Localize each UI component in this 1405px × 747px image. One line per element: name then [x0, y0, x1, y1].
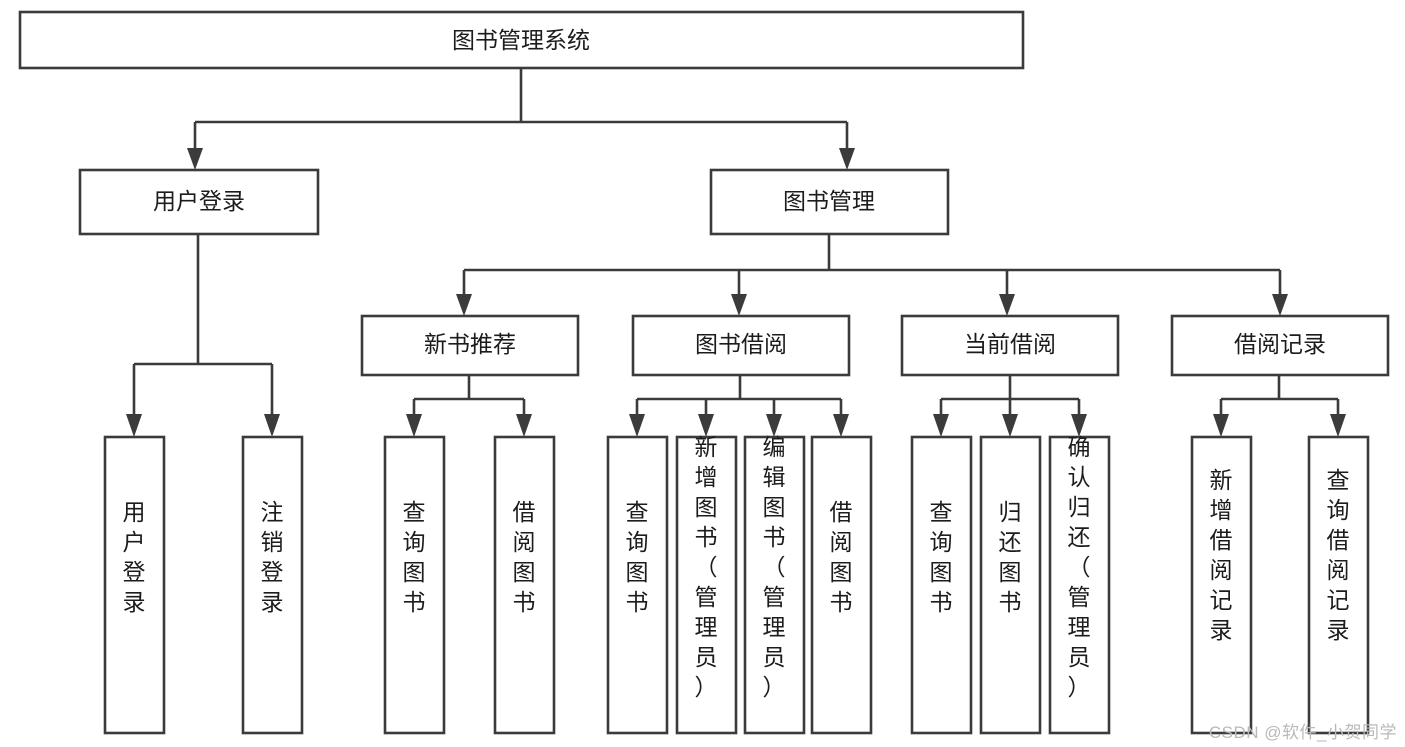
leaf-book-borrow-1-box[interactable]: [675, 435, 738, 735]
connector-bookborrow-to-leaves: [629, 375, 849, 437]
leaf-new-book-recommend-0[interactable]: 查询图书: [383, 435, 446, 735]
leaf-current-borrow-2-box[interactable]: [1048, 435, 1111, 735]
node-user-login-label: 用户登录: [153, 188, 245, 214]
leaf-current-borrow-1-box[interactable]: [979, 435, 1042, 735]
node-borrow-record[interactable]: 借阅记录: [1170, 314, 1390, 377]
connector-root-to-level2: [187, 68, 855, 170]
node-book-borrow-label: 图书借阅: [695, 331, 787, 357]
leaf-new-book-recommend-0-box[interactable]: [383, 435, 446, 735]
leaf-new-book-recommend-1-label: 借阅图书: [513, 499, 536, 615]
leaf-current-borrow-0-box[interactable]: [910, 435, 973, 735]
leaf-book-borrow-2[interactable]: 编辑图书（管理员）: [743, 434, 806, 735]
leaf-current-borrow-2[interactable]: 确认归还（管理员）: [1048, 434, 1111, 735]
node-borrow-record-box[interactable]: [1170, 314, 1390, 377]
leaf-borrow-record-1-box[interactable]: [1307, 435, 1370, 735]
leaf-book-borrow-3-box[interactable]: [810, 435, 873, 735]
leaf-book-borrow-0-box[interactable]: [606, 435, 669, 735]
leaf-borrow-record-0[interactable]: 新增借阅记录: [1190, 435, 1253, 735]
leaf-current-borrow-1[interactable]: 归还图书: [979, 435, 1042, 735]
leaf-current-borrow-1-label: 归还图书: [999, 499, 1022, 615]
node-book-management-box[interactable]: [709, 168, 950, 236]
leaf-new-book-recommend-1[interactable]: 借阅图书: [493, 435, 556, 735]
leaf-borrow-record-0-box[interactable]: [1190, 435, 1253, 735]
node-current-borrow-box[interactable]: [900, 314, 1120, 377]
connector-borrowrecord-to-leaves: [1213, 375, 1346, 437]
connector-currentborrow-to-leaves: [933, 375, 1087, 437]
node-book-borrow-box[interactable]: [631, 314, 851, 377]
leaf-current-borrow-0-label: 查询图书: [930, 499, 953, 615]
leaf-borrow-record-0-label: 新增借阅记录: [1210, 467, 1233, 643]
leaf-book-borrow-2-label: 编辑图书（管理员）: [763, 434, 786, 700]
node-user-login[interactable]: 用户登录: [78, 168, 320, 236]
leaf-book-borrow-1[interactable]: 新增图书（管理员）: [675, 434, 738, 735]
leaf-book-borrow-3-label: 借阅图书: [830, 499, 853, 615]
leaf-book-borrow-1-label: 新增图书（管理员）: [695, 434, 718, 700]
node-root-system-label: 图书管理系统: [452, 27, 590, 53]
connector-bookmgmt-to-level3: [456, 234, 1288, 316]
node-user-login-box[interactable]: [78, 168, 320, 236]
node-new-book-recommend-box[interactable]: [360, 314, 580, 377]
node-borrow-record-label: 借阅记录: [1234, 331, 1326, 357]
node-book-management-label: 图书管理: [783, 188, 875, 214]
node-root-system-box[interactable]: [18, 10, 1025, 70]
leaf-user-login-1-box[interactable]: [241, 435, 304, 735]
leaf-user-login-0-box[interactable]: [103, 435, 166, 735]
connector-userlogin-to-leaves: [126, 234, 280, 437]
node-book-borrow[interactable]: 图书借阅: [631, 314, 851, 377]
leaf-book-borrow-2-box[interactable]: [743, 435, 806, 735]
node-current-borrow[interactable]: 当前借阅: [900, 314, 1120, 377]
node-new-book-recommend-label: 新书推荐: [424, 331, 516, 357]
node-current-borrow-label: 当前借阅: [964, 331, 1056, 357]
leaf-book-borrow-3[interactable]: 借阅图书: [810, 435, 873, 735]
connector-newbook-to-leaves: [406, 375, 532, 437]
leaf-book-borrow-0-label: 查询图书: [626, 499, 649, 615]
leaf-user-login-1[interactable]: 注销登录: [241, 435, 304, 735]
node-root-system[interactable]: 图书管理系统: [18, 10, 1025, 70]
leaf-borrow-record-1-label: 查询借阅记录: [1327, 467, 1350, 643]
leaf-new-book-recommend-1-box[interactable]: [493, 435, 556, 735]
leaf-user-login-1-label: 注销登录: [261, 499, 284, 615]
leaf-new-book-recommend-0-label: 查询图书: [403, 499, 426, 615]
leaf-current-borrow-2-label: 确认归还（管理员）: [1068, 434, 1091, 700]
leaf-user-login-0-label: 用户登录: [123, 499, 146, 615]
leaf-user-login-0[interactable]: 用户登录: [103, 435, 166, 735]
node-book-management[interactable]: 图书管理: [709, 168, 950, 236]
leaf-borrow-record-1[interactable]: 查询借阅记录: [1307, 435, 1370, 735]
leaf-book-borrow-0[interactable]: 查询图书: [606, 435, 669, 735]
node-new-book-recommend[interactable]: 新书推荐: [360, 314, 580, 377]
leaf-current-borrow-0[interactable]: 查询图书: [910, 435, 973, 735]
